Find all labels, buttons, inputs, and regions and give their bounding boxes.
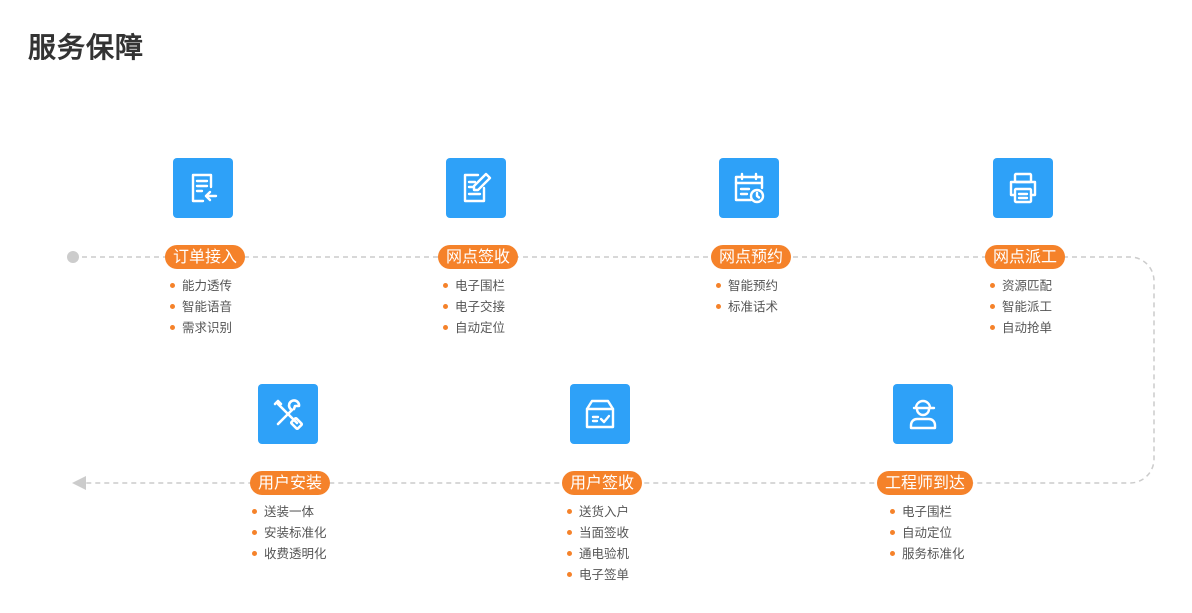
- step-list-engineer-arrival: 电子围栏 自动定位 服务标准化: [890, 501, 965, 564]
- list-item: 当面签收: [567, 522, 629, 543]
- step-list-user-installation: 送装一体 安装标准化 收费透明化: [252, 501, 327, 564]
- list-item: 智能派工: [990, 296, 1052, 317]
- list-item: 安装标准化: [252, 522, 327, 543]
- step-pill-outlet-receipt: 网点签收: [437, 245, 519, 269]
- step-pill-outlet-appointment: 网点预约: [710, 245, 792, 269]
- step-pill-engineer-arrival: 工程师到达: [876, 471, 974, 495]
- engineer-icon: [893, 384, 953, 444]
- list-item: 送货入户: [567, 501, 629, 522]
- step-pill-order-intake: 订单接入: [164, 245, 246, 269]
- document-return-icon: [173, 158, 233, 218]
- list-item: 电子围栏: [890, 501, 965, 522]
- tools-icon: [258, 384, 318, 444]
- list-item: 标准话术: [716, 296, 778, 317]
- list-item: 自动抢单: [990, 317, 1052, 338]
- list-item: 能力透传: [170, 275, 232, 296]
- flow-start-dot: [67, 251, 79, 263]
- step-list-user-receipt: 送货入户 当面签收 通电验机 电子签单: [567, 501, 629, 585]
- list-item: 电子签单: [567, 564, 629, 585]
- page-title: 服务保障: [28, 31, 145, 64]
- list-item: 通电验机: [567, 543, 629, 564]
- edit-document-icon: [446, 158, 506, 218]
- list-item: 电子交接: [443, 296, 505, 317]
- step-list-outlet-appointment: 智能预约 标准话术: [716, 275, 778, 317]
- step-pill-user-installation: 用户安装: [249, 471, 331, 495]
- list-item: 服务标准化: [890, 543, 965, 564]
- list-item: 智能语音: [170, 296, 232, 317]
- step-pill-user-receipt: 用户签收: [561, 471, 643, 495]
- flow-end-arrow: [72, 476, 86, 490]
- list-item: 电子围栏: [443, 275, 505, 296]
- box-check-icon: [570, 384, 630, 444]
- step-pill-outlet-dispatch: 网点派工: [984, 245, 1066, 269]
- calendar-clock-icon: [719, 158, 779, 218]
- list-item: 收费透明化: [252, 543, 327, 564]
- list-item: 智能预约: [716, 275, 778, 296]
- step-list-outlet-receipt: 电子围栏 电子交接 自动定位: [443, 275, 505, 338]
- list-item: 自动定位: [443, 317, 505, 338]
- printer-icon: [993, 158, 1053, 218]
- list-item: 资源匹配: [990, 275, 1052, 296]
- list-item: 需求识别: [170, 317, 232, 338]
- step-list-order-intake: 能力透传 智能语音 需求识别: [170, 275, 232, 338]
- step-list-outlet-dispatch: 资源匹配 智能派工 自动抢单: [990, 275, 1052, 338]
- list-item: 自动定位: [890, 522, 965, 543]
- list-item: 送装一体: [252, 501, 327, 522]
